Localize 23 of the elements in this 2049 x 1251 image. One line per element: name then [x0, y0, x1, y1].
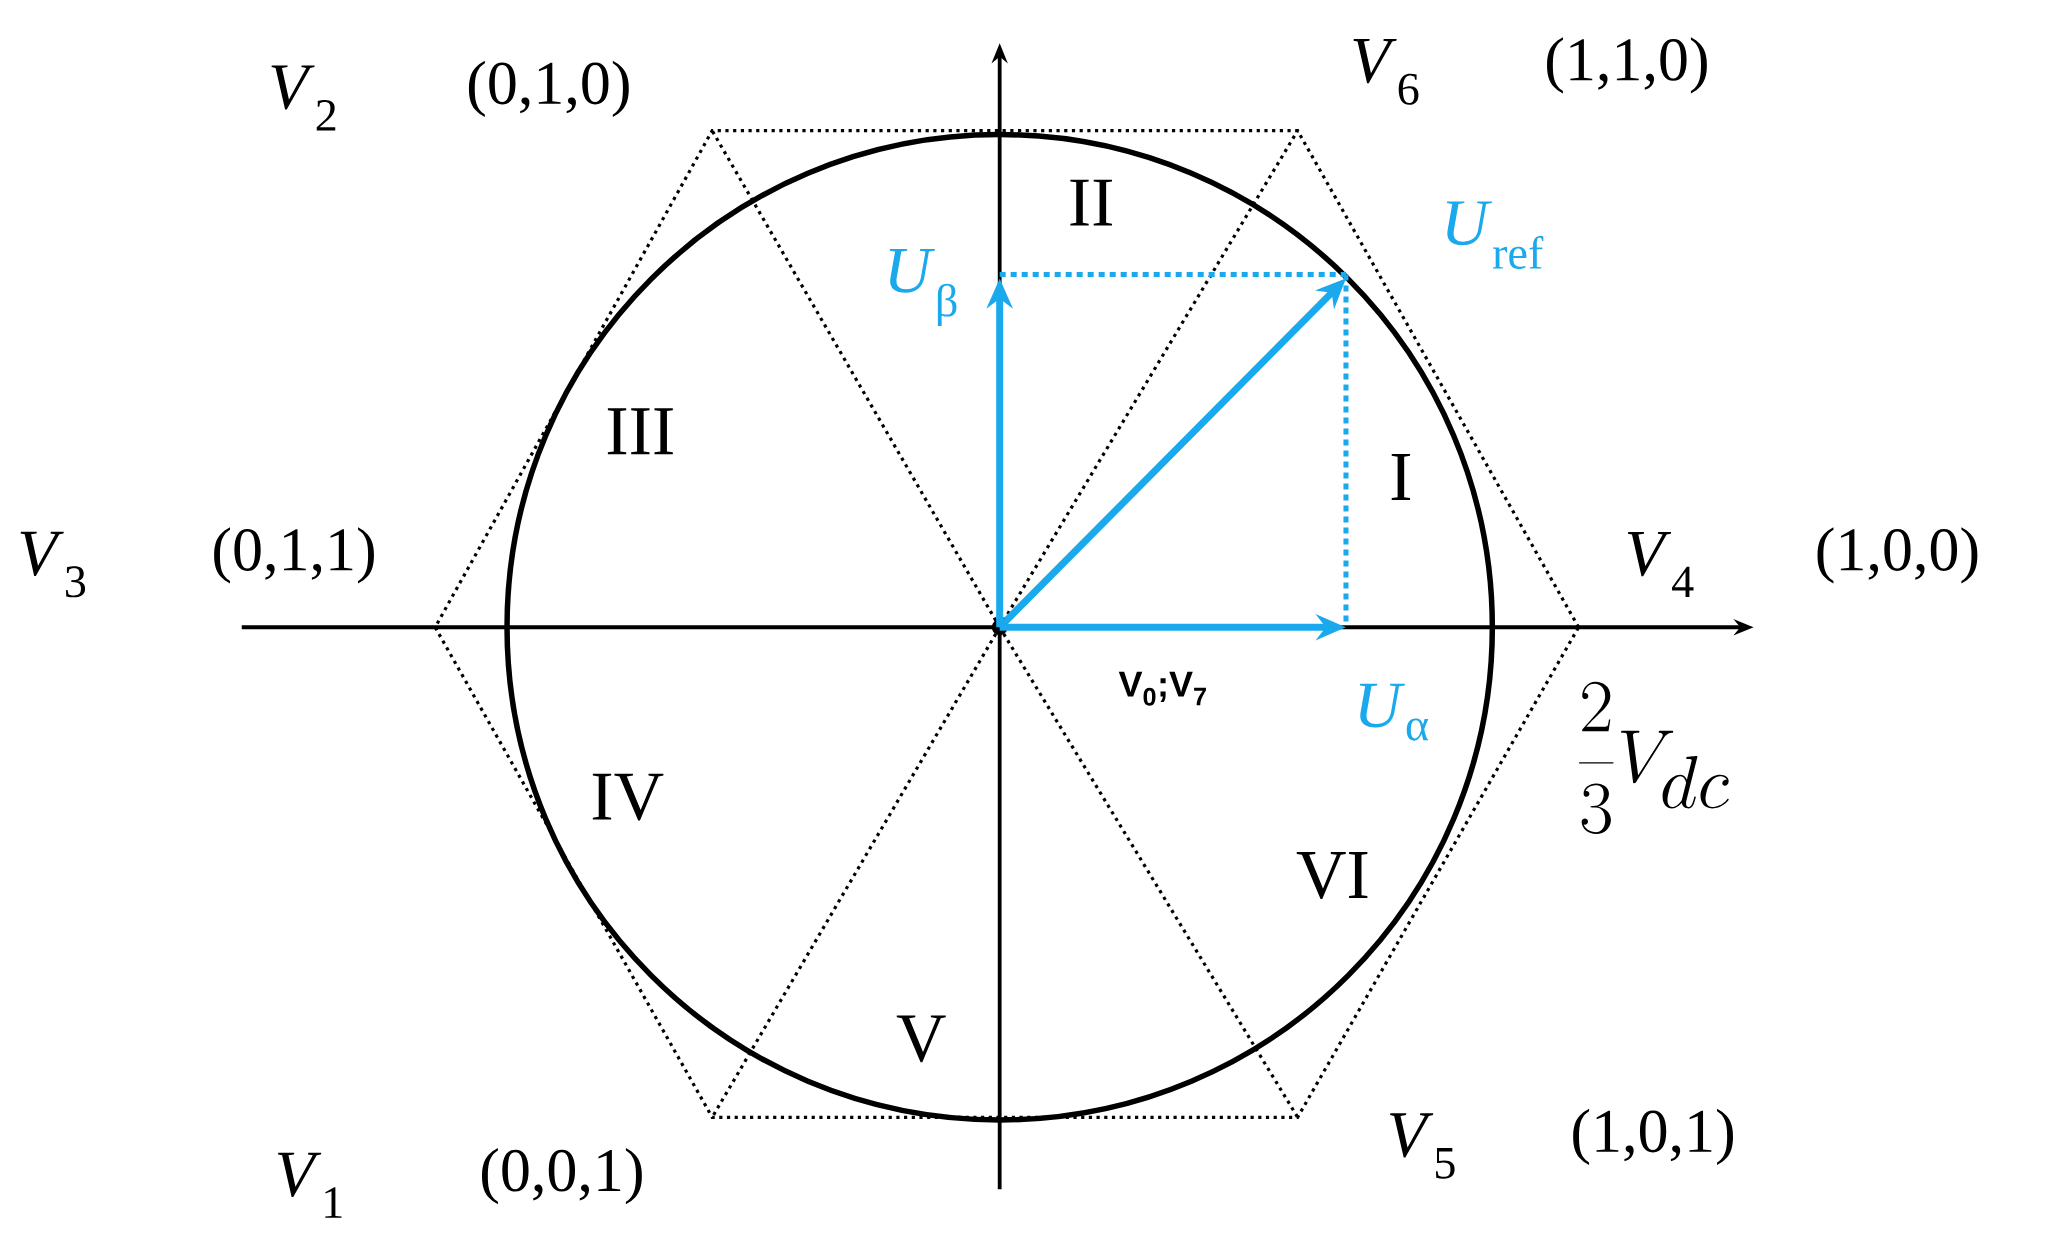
sector-number: I: [1391, 454, 1411, 501]
switch-state-label: (1,1,0): [1547, 37, 1707, 94]
radius-label: $\frac{2}{3}V_{dc}$: [1579, 682, 1729, 835]
vector-label: U$_{ref}$: [1446, 201, 1544, 270]
vector-label: V$_{2}$: [271, 65, 336, 131]
sector-number: VI: [1296, 852, 1368, 900]
zero-vector-label: V$_{0}$;V$_{7}$: [1118, 671, 1206, 706]
sector-number: II: [1070, 179, 1112, 226]
vector-label: V$_{4}$: [1627, 532, 1694, 598]
sector-number: V: [896, 1015, 946, 1063]
vector-label: V$_{1}$: [278, 1152, 342, 1219]
sector-number: IV: [592, 773, 664, 821]
vector-label: U$_{α}$: [1359, 683, 1429, 741]
vector-label: V$_{3}$: [20, 531, 86, 598]
vector-label: V$_{5}$: [1390, 1113, 1455, 1179]
switch-state-label: (1,0,1): [1573, 1109, 1733, 1166]
switch-state-label: (1,0,0): [1817, 527, 1978, 584]
vector-label: V$_{6}$: [1353, 39, 1419, 105]
vector-label: U$_{β}$: [889, 249, 957, 327]
switch-state-label: (0,1,0): [468, 60, 629, 118]
switch-state-label: (0,1,1): [214, 527, 374, 584]
sector-number: III: [607, 408, 673, 455]
switch-state-label: (0,0,1): [482, 1148, 642, 1205]
